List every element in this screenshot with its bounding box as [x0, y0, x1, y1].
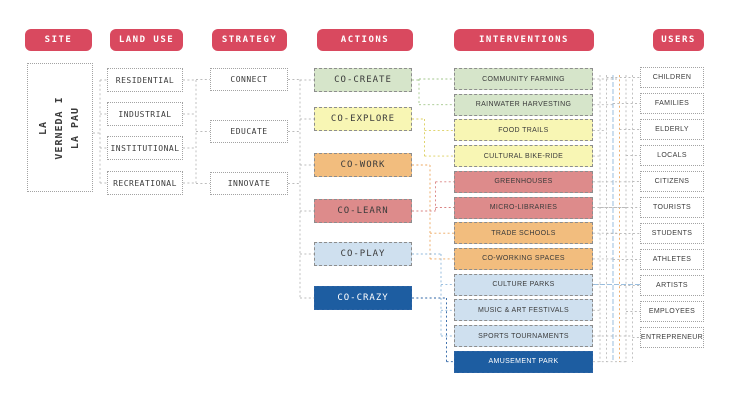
- user-node-locals-label: LOCALS: [657, 152, 687, 159]
- intervention-node-amusement-park: AMUSEMENT PARK: [454, 350, 593, 373]
- column-header-actions: ACTIONS: [317, 29, 413, 51]
- strategy-node-educate: EDUCATE: [210, 120, 288, 143]
- land-use-node-recreational-label: RECREATIONAL: [113, 178, 177, 188]
- intervention-node-food-trails-label: FOOD TRAILS: [498, 126, 549, 134]
- user-node-tourists: TOURISTS: [640, 197, 704, 218]
- intervention-node-greenhouses: GREENHOUSES: [454, 170, 593, 193]
- action-node-co-explore: CO-EXPLORE: [314, 107, 412, 131]
- intervention-node-co-working-spaces-label: CO-WORKING SPACES: [482, 255, 565, 263]
- action-node-co-crazy: CO-CRAZY: [314, 286, 412, 310]
- intervention-node-rainwater-harvesting-label: RAINWATER HARVESTING: [475, 101, 572, 109]
- column-header-site: SITE: [25, 29, 92, 51]
- strategy-node-innovate: INNOVATE: [210, 172, 288, 195]
- intervention-node-amusement-park-label: AMUSEMENT PARK: [488, 358, 559, 366]
- intervention-node-culture-parks: CULTURE PARKS: [454, 273, 593, 296]
- user-node-families-label: FAMILIES: [654, 100, 690, 107]
- intervention-node-food-trails: FOOD TRAILS: [454, 119, 593, 142]
- user-node-locals: LOCALS: [640, 145, 704, 166]
- intervention-node-music-art-festivals: MUSIC & ART FESTIVALS: [454, 299, 593, 322]
- intervention-node-culture-parks-label: CULTURE PARKS: [492, 281, 555, 289]
- action-node-co-play: CO-PLAY: [314, 242, 412, 266]
- action-node-co-work-label: CO-WORK: [340, 160, 386, 170]
- user-node-athletes-label: ATHLETES: [652, 256, 692, 263]
- action-node-co-work: CO-WORK: [314, 153, 412, 177]
- user-node-employees: EMPLOYEES: [640, 301, 704, 322]
- land-use-node-recreational: RECREATIONAL: [107, 171, 183, 195]
- intervention-node-community-farming: COMMUNITY FARMING: [454, 68, 593, 90]
- column-header-land-use: LAND USE: [110, 29, 183, 51]
- intervention-node-cultural-bike-ride: CULTURAL BIKE-RIDE: [454, 145, 593, 168]
- intervention-node-community-farming-label: COMMUNITY FARMING: [482, 75, 565, 83]
- intervention-node-sports-tournaments-label: SPORTS TOURNAMENTS: [478, 332, 569, 340]
- action-node-co-explore-label: CO-EXPLORE: [330, 114, 396, 124]
- user-node-entrepreneur: ENTREPRENEUR: [640, 327, 704, 348]
- user-node-students-label: STUDENTS: [651, 230, 693, 237]
- user-node-children: CHILDREN: [640, 67, 704, 88]
- user-node-students: STUDENTS: [640, 223, 704, 244]
- user-node-families: FAMILIES: [640, 93, 704, 114]
- user-node-citizens: CITIZENS: [640, 171, 704, 192]
- user-node-tourists-label: TOURISTS: [652, 204, 692, 211]
- land-use-node-residential-label: RESIDENTIAL: [115, 75, 175, 85]
- intervention-node-trade-schools-label: TRADE SCHOOLS: [491, 229, 556, 237]
- strategy-node-connect-label: CONNECT: [230, 75, 268, 84]
- user-node-elderly: ELDERLY: [640, 119, 704, 140]
- land-use-node-industrial: INDUSTRIAL: [107, 102, 183, 126]
- strategy-node-educate-label: EDUCATE: [230, 127, 268, 136]
- action-node-co-learn-label: CO-LEARN: [337, 206, 389, 216]
- intervention-node-co-working-spaces: CO-WORKING SPACES: [454, 247, 593, 270]
- land-use-node-institutional: INSTITUTIONAL: [107, 136, 183, 160]
- site-node-label: LA VERNEDA I LA PAU: [38, 95, 81, 160]
- column-header-strategy: STRATEGY: [212, 29, 287, 51]
- action-node-co-learn: CO-LEARN: [314, 199, 412, 223]
- land-use-node-industrial-label: INDUSTRIAL: [118, 109, 172, 119]
- intervention-node-cultural-bike-ride-label: CULTURAL BIKE-RIDE: [483, 152, 564, 160]
- user-node-artists: ARTISTS: [640, 275, 704, 296]
- user-node-citizens-label: CITIZENS: [654, 178, 690, 185]
- column-header-users: USERS: [653, 29, 704, 51]
- user-node-children-label: CHILDREN: [652, 74, 692, 81]
- land-use-node-institutional-label: INSTITUTIONAL: [110, 143, 180, 153]
- site-node: LA VERNEDA I LA PAU: [27, 63, 93, 192]
- user-node-athletes: ATHLETES: [640, 249, 704, 270]
- intervention-node-rainwater-harvesting: RAINWATER HARVESTING: [454, 93, 593, 116]
- user-node-elderly-label: ELDERLY: [655, 126, 689, 133]
- user-node-entrepreneur-label: ENTREPRENEUR: [640, 334, 704, 341]
- intervention-node-greenhouses-label: GREENHOUSES: [494, 178, 553, 186]
- intervention-node-trade-schools: TRADE SCHOOLS: [454, 222, 593, 245]
- column-header-interventions: INTERVENTIONS: [454, 29, 594, 51]
- intervention-node-music-art-festivals-label: MUSIC & ART FESTIVALS: [478, 306, 569, 314]
- action-node-co-crazy-label: CO-CRAZY: [337, 293, 389, 303]
- intervention-node-sports-tournaments: SPORTS TOURNAMENTS: [454, 325, 593, 347]
- strategy-node-innovate-label: INNOVATE: [227, 179, 271, 188]
- intervention-node-micro-libraries: MICRO-LIBRARIES: [454, 196, 593, 219]
- action-node-co-create: CO-CREATE: [314, 68, 412, 92]
- action-node-co-play-label: CO-PLAY: [340, 249, 386, 259]
- strategy-node-connect: CONNECT: [210, 68, 288, 91]
- user-node-artists-label: ARTISTS: [656, 282, 688, 289]
- land-use-node-residential: RESIDENTIAL: [107, 68, 183, 92]
- user-node-employees-label: EMPLOYEES: [648, 308, 696, 315]
- action-node-co-create-label: CO-CREATE: [334, 75, 392, 85]
- intervention-node-micro-libraries-label: MICRO-LIBRARIES: [489, 204, 558, 211]
